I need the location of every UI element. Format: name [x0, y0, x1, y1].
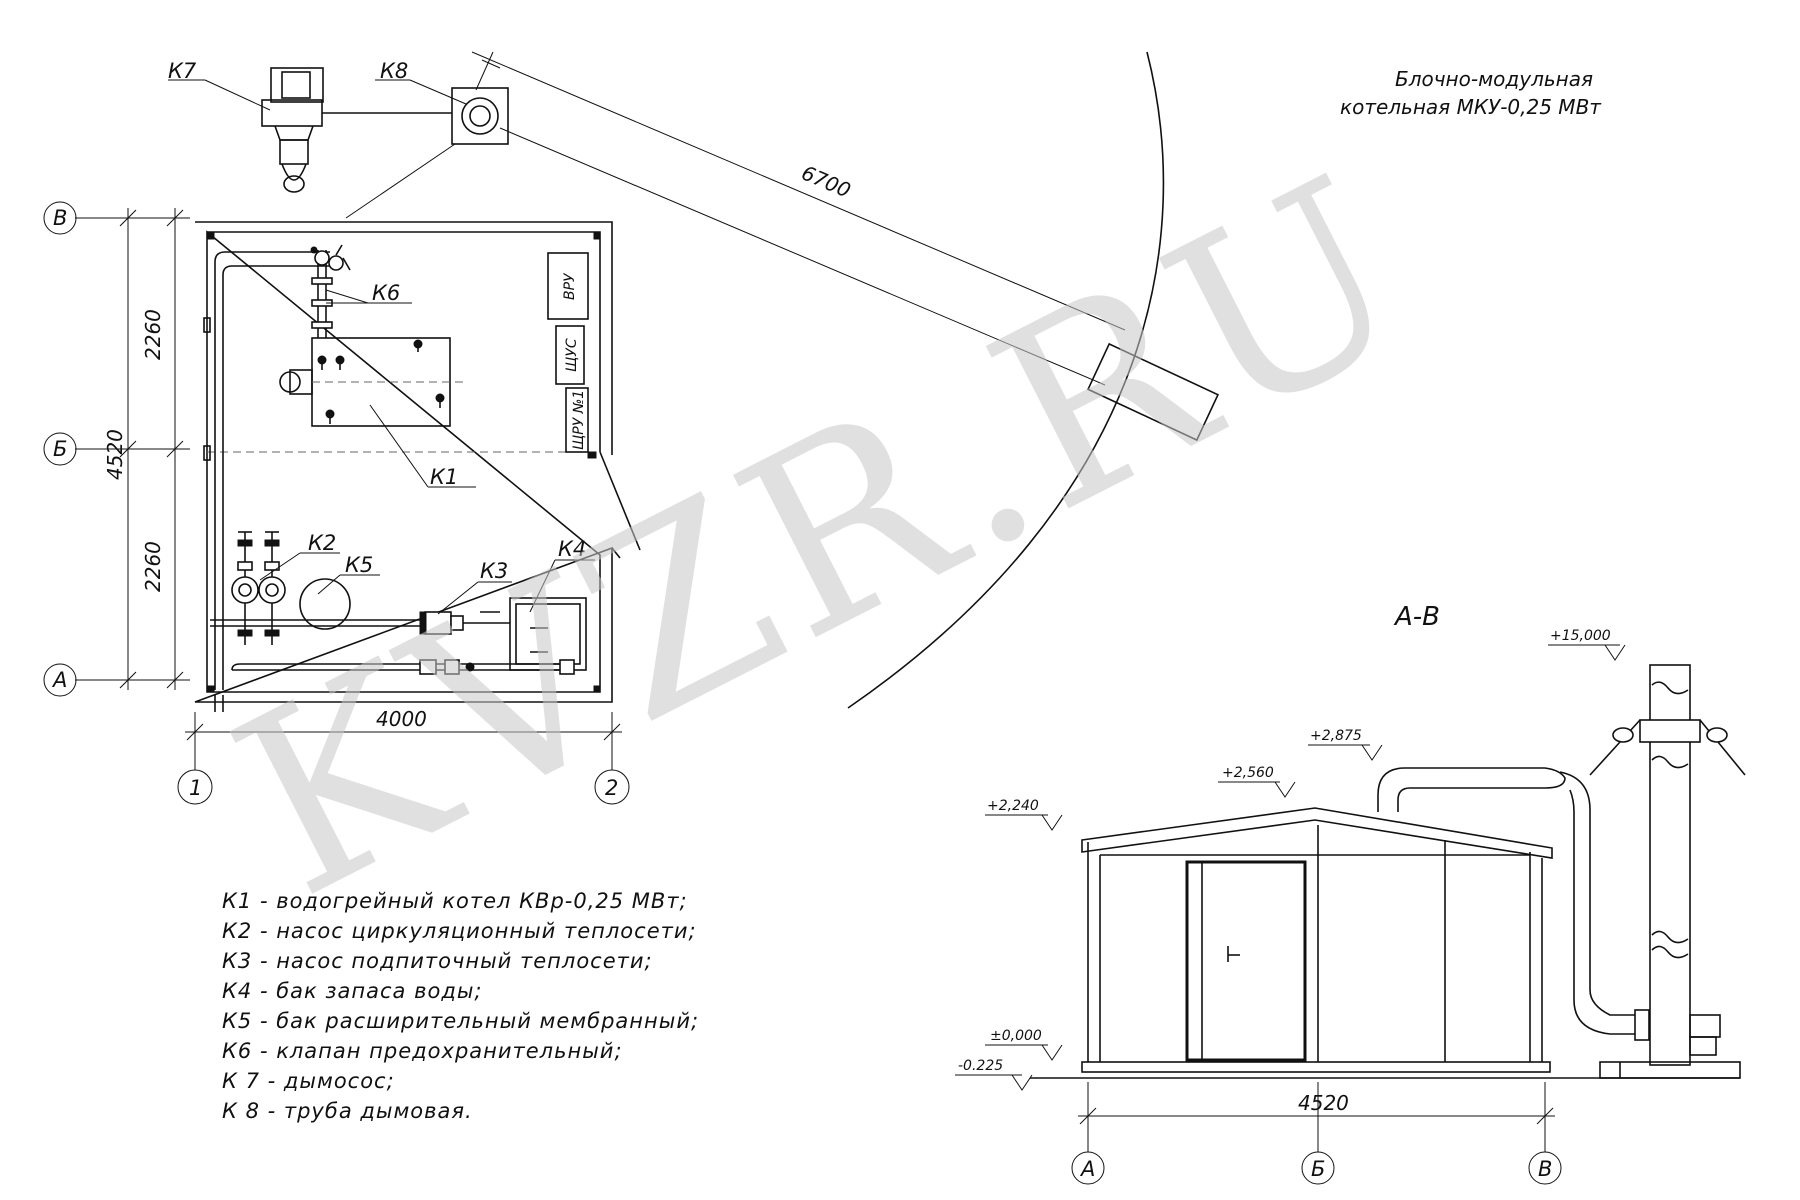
service-radius-arc	[847, 51, 1165, 709]
label-k6: К6	[372, 281, 400, 305]
legend-item: К4 - бак запаса воды;	[222, 979, 483, 1003]
dim-lower: 2260	[141, 541, 165, 592]
makeup-pump-k3	[210, 611, 510, 635]
panel-vru: ВРУ	[562, 272, 578, 300]
dim-total-height: 4520	[103, 429, 127, 480]
legend-item: К1 - водогрейный котел КВр-0,25 МВт;	[222, 889, 688, 913]
section-axis-b: Б	[1311, 1157, 1325, 1181]
labels: Блочно-модульная котельная МКУ-0,25 МВт …	[51, 59, 1611, 1181]
boiler-room-plan	[194, 221, 641, 712]
pipe-element	[1086, 342, 1220, 442]
dim-chimney: 6700	[798, 161, 854, 203]
safety-valves-k6	[310, 244, 351, 338]
level-2875: +2,875	[1310, 728, 1362, 744]
chimney-distance-dimension	[471, 51, 1126, 386]
legend-item: К 7 - дымосос;	[222, 1069, 395, 1093]
axis-1: 1	[189, 776, 202, 800]
section-width: 4520	[1298, 1091, 1349, 1115]
label-k8: К8	[380, 59, 408, 83]
title-line-1: Блочно-модульная	[1395, 67, 1593, 91]
level-2560: +2,560	[1222, 765, 1274, 781]
section-dimensions	[955, 644, 1626, 1185]
legend-item: К 8 - труба дымовая.	[222, 1099, 473, 1123]
axis-b: Б	[53, 437, 67, 461]
legend-item: К5 - бак расширительный мембранный;	[222, 1009, 699, 1033]
panel-shus: ЩУС	[564, 338, 580, 372]
legend-item: К6 - клапан предохранительный;	[222, 1039, 623, 1063]
section-title: А-В	[1393, 602, 1440, 632]
section-axis-a: А	[1079, 1157, 1095, 1181]
legend-item: К3 - насос подпиточный теплосети;	[222, 949, 653, 973]
label-k2: К2	[308, 531, 336, 555]
legend: К1 - водогрейный котел КВр-0,25 МВт; К2 …	[222, 889, 699, 1123]
axis-2: 2	[605, 776, 618, 800]
axis-v: В	[53, 206, 67, 230]
pumps-k2	[231, 531, 286, 645]
label-k1: К1	[430, 465, 458, 489]
label-k3: К3	[480, 559, 508, 583]
panel-shru: ЩРУ №1	[571, 390, 587, 450]
level-minus: -0.225	[958, 1058, 1003, 1074]
label-k4: К4	[558, 537, 586, 561]
level-2240: +2,240	[987, 798, 1039, 814]
smoke-exhauster-k7	[261, 67, 452, 193]
section-axis-v: В	[1538, 1157, 1552, 1181]
expansion-tank-k5	[299, 578, 351, 630]
label-k5: К5	[345, 553, 373, 577]
dim-upper: 2260	[141, 309, 165, 360]
dim-width: 4000	[376, 707, 427, 731]
title-line-2: котельная МКУ-0,25 МВт	[1340, 95, 1602, 119]
plan-dimensions	[43, 201, 630, 805]
leader-lines	[259, 289, 595, 615]
chimney-plan-k8	[451, 87, 509, 145]
boiler-k1	[279, 337, 468, 427]
level-0: ±0,000	[990, 1028, 1042, 1044]
level-15000: +15,000	[1550, 628, 1611, 644]
label-k7: К7	[168, 59, 197, 83]
legend-item: К2 - насос циркуляционный теплосети;	[222, 919, 697, 943]
section-a-b	[1030, 664, 1746, 1079]
axis-a: А	[51, 668, 67, 692]
